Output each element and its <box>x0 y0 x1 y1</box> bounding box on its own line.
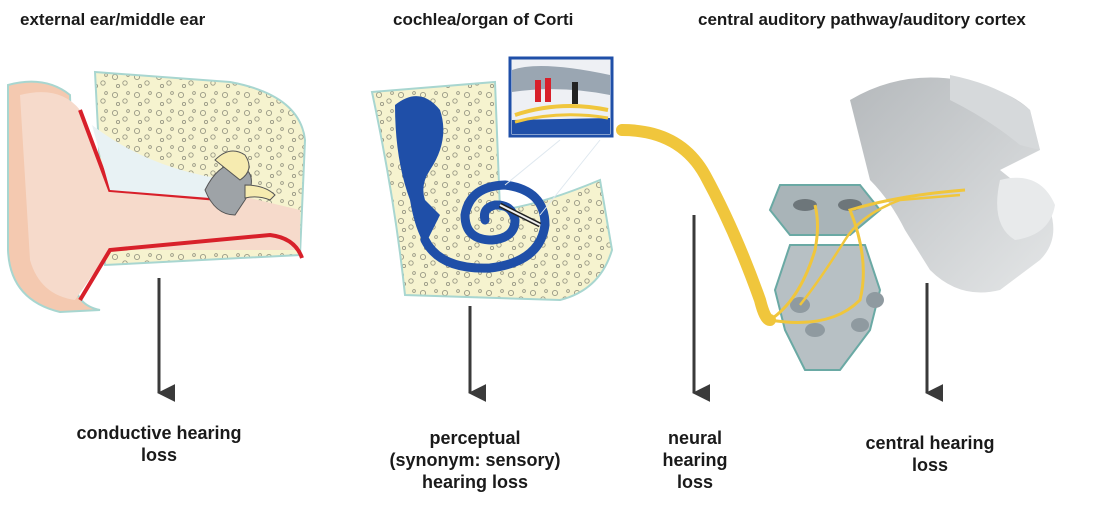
result-conductive-line-1: conductive hearing <box>49 422 269 444</box>
result-conductive: conductive hearing loss <box>49 422 269 466</box>
auditory-nerve <box>622 130 770 320</box>
result-perceptual-line-3: hearing loss <box>385 471 565 493</box>
cochlea-illustration <box>372 58 612 300</box>
result-neural-line-1: neural <box>655 427 735 449</box>
result-central: central hearing loss <box>830 432 1030 476</box>
outer-middle-ear-illustration <box>8 72 305 312</box>
result-neural: neural hearing loss <box>655 427 735 493</box>
result-central-line-2: loss <box>830 454 1030 476</box>
result-neural-line-2: hearing <box>655 449 735 471</box>
result-perceptual-line-1: perceptual <box>385 427 565 449</box>
result-conductive-line-2: loss <box>49 444 269 466</box>
central-pathway-illustration <box>770 75 1055 370</box>
result-perceptual: perceptual (synonym: sensory) hearing lo… <box>385 427 565 493</box>
result-perceptual-line-2: (synonym: sensory) <box>385 449 565 471</box>
result-central-line-1: central hearing <box>830 432 1030 454</box>
result-neural-line-3: loss <box>655 471 735 493</box>
